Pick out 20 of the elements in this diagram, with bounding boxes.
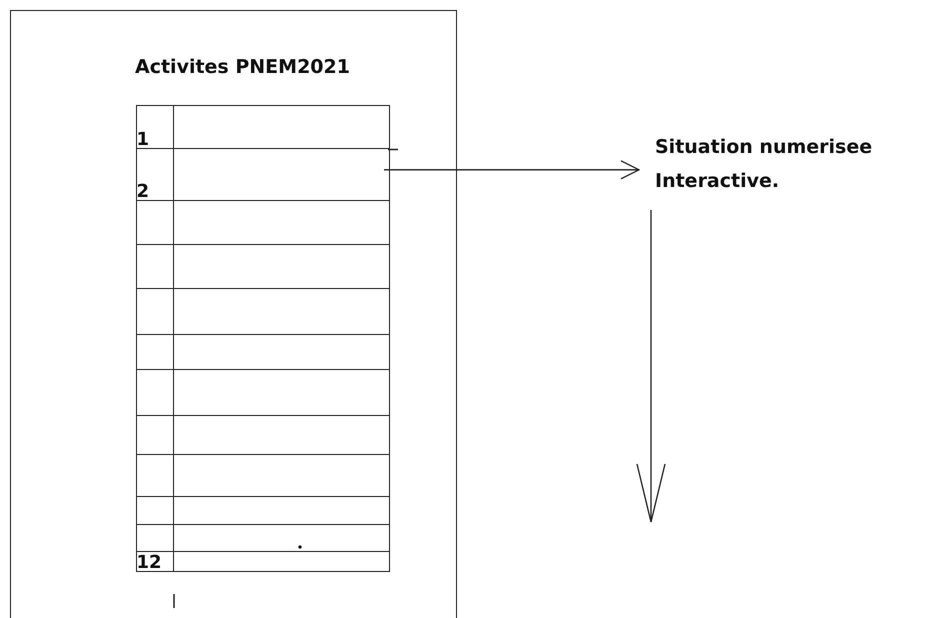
row-number: 12 xyxy=(136,552,162,572)
row-number: 1 xyxy=(136,130,150,150)
table-row xyxy=(136,552,390,572)
table-row xyxy=(136,370,390,416)
table-row xyxy=(136,288,390,334)
table-row xyxy=(136,524,390,552)
arrow xyxy=(384,160,640,180)
table-row xyxy=(136,416,390,454)
text-note: Situation numerisee Interactive. xyxy=(655,130,935,200)
table-row xyxy=(136,334,390,370)
table-row xyxy=(136,454,390,496)
table-row xyxy=(136,104,390,148)
table-row xyxy=(136,200,390,244)
table-row xyxy=(136,496,390,524)
arrow xyxy=(636,210,666,523)
page-frame xyxy=(10,10,457,618)
table-row xyxy=(136,244,390,288)
row-number: 2 xyxy=(136,182,150,202)
table-row xyxy=(136,148,390,200)
title: Activites PNEM2021 xyxy=(135,56,350,78)
